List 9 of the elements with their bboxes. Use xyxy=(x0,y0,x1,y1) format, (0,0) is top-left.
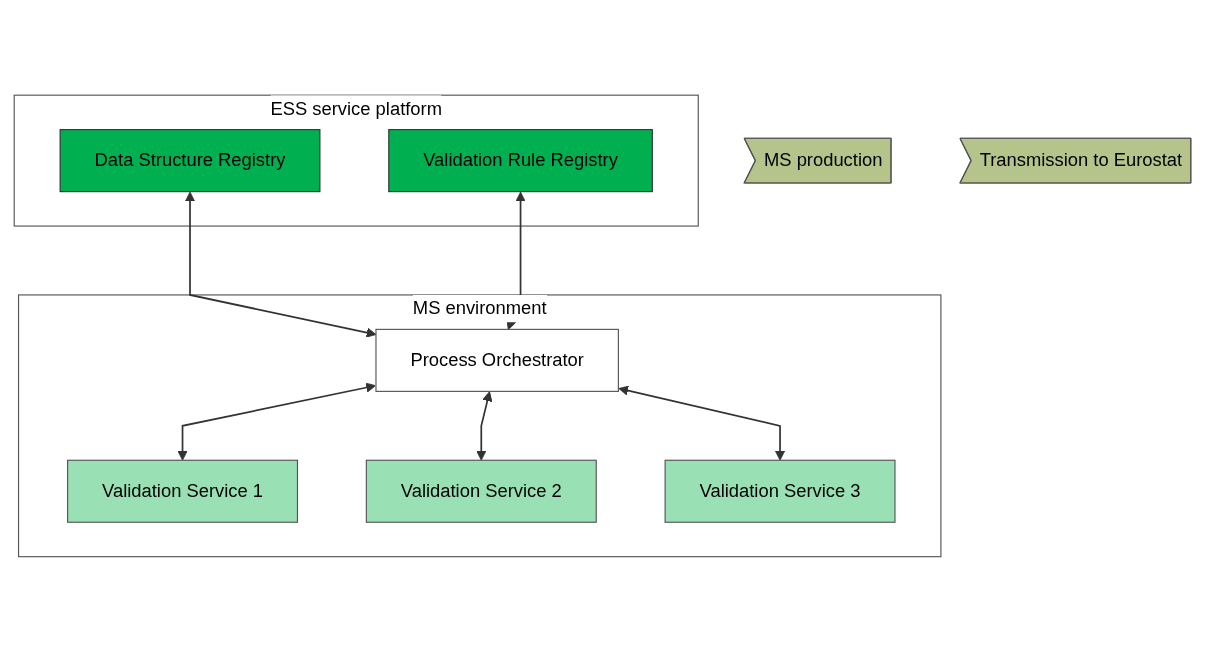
node-box: Validation Service 3 xyxy=(664,459,896,523)
node-box: Validation Service 2 xyxy=(365,459,597,523)
node-box: Process Orchestrator xyxy=(375,328,619,392)
arrow xyxy=(618,385,786,461)
arrow xyxy=(476,390,493,461)
node-box: Data Structure Registry xyxy=(59,128,321,192)
node-box: Validation Service 1 xyxy=(67,459,299,523)
node-box: Validation Rule Registry xyxy=(388,128,653,192)
arrow xyxy=(177,382,376,461)
